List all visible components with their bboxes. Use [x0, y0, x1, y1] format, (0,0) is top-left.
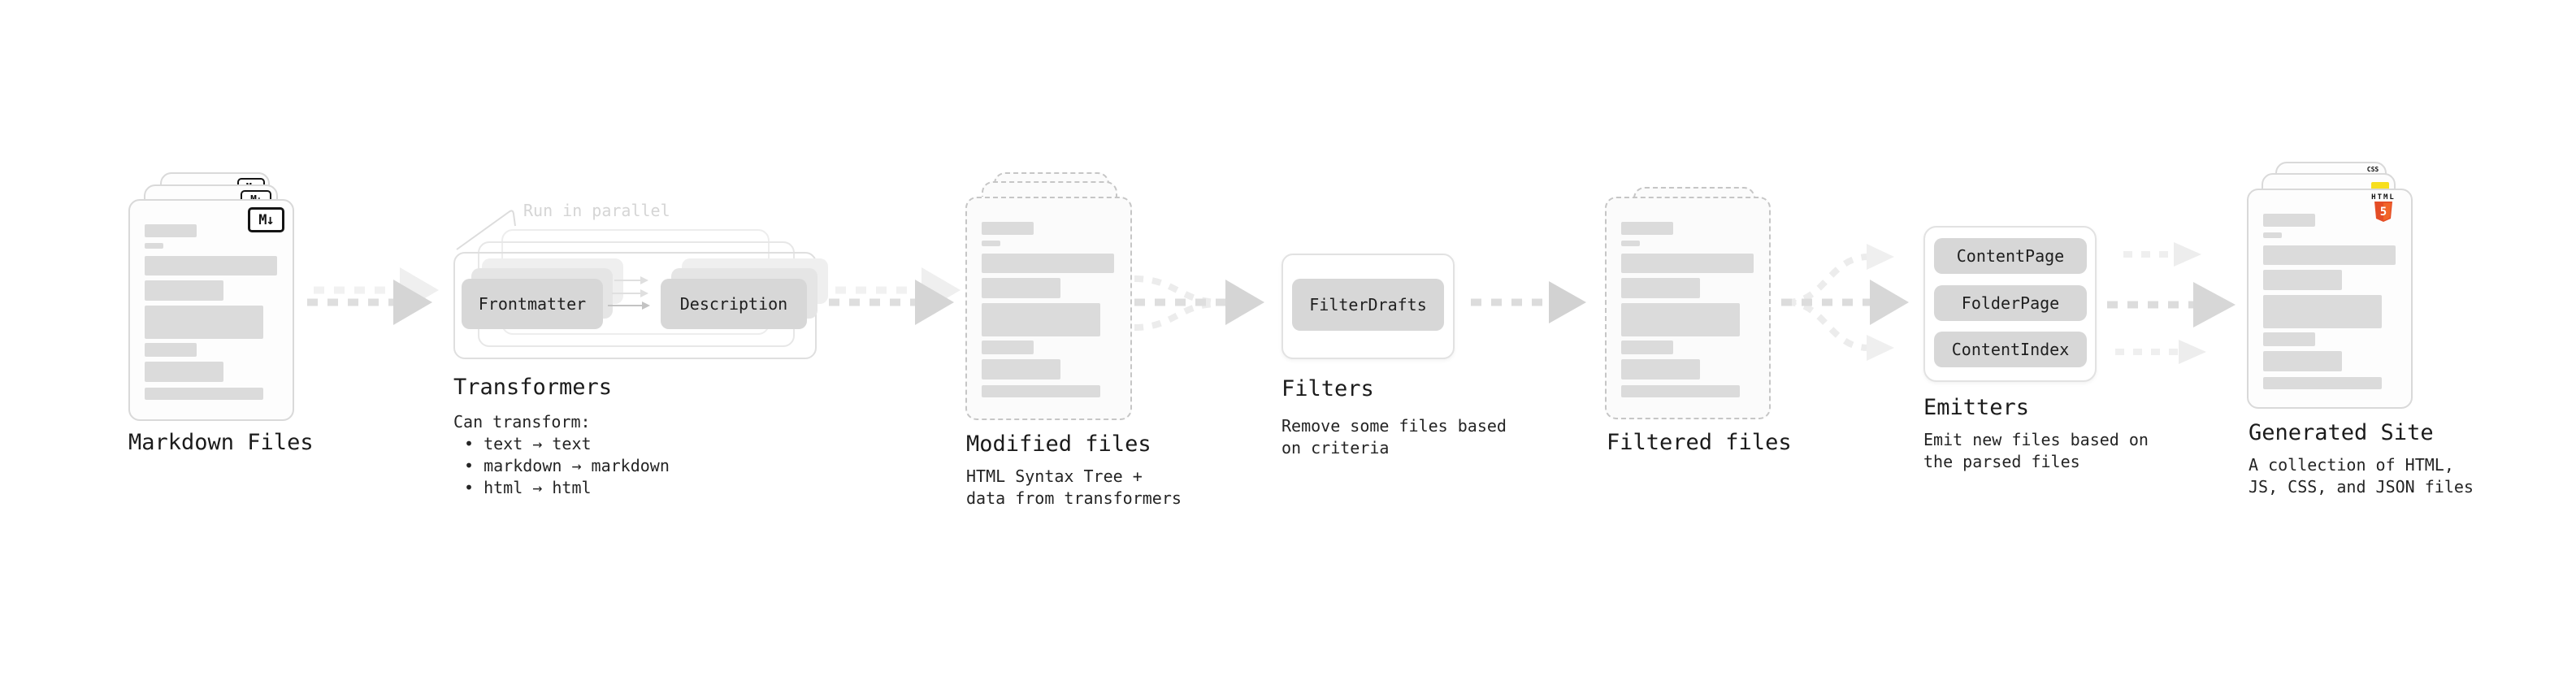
contentindex-pill: ContentIndex [1934, 332, 2087, 367]
description-pill: Description [661, 279, 807, 329]
arrow-modified-to-filters [1134, 275, 1264, 331]
filters-description: Remove some files based on criteria [1281, 415, 1507, 459]
document-skeleton [982, 222, 1130, 419]
document-skeleton [145, 224, 293, 419]
emitters-description: Emit new files based on the parsed files [1923, 429, 2149, 473]
desc-line: JS, CSS, and JSON files [2249, 477, 2474, 497]
generated-file-card-front: HTML 5 [2247, 189, 2413, 409]
stage-title-modified-files: Modified files [966, 432, 1151, 457]
arrow-markdown-to-transformers [307, 267, 439, 325]
stage-title-markdown-files: Markdown Files [128, 430, 314, 455]
stage-title-generated-site: Generated Site [2249, 420, 2434, 445]
document-skeleton [1621, 222, 1769, 418]
desc-line: on criteria [1281, 438, 1390, 458]
desc-bullet: • markdown → markdown [464, 456, 670, 475]
parallel-arrows-icon [608, 276, 650, 310]
stage-title-transformers: Transformers [453, 375, 613, 400]
desc-line: Can transform: [453, 412, 591, 432]
modified-files-description: HTML Syntax Tree + data from transformer… [966, 466, 1182, 510]
folderpage-pill: FolderPage [1934, 285, 2087, 321]
desc-line: Emit new files based on [1923, 430, 2149, 449]
desc-line: the parsed files [1923, 452, 2080, 471]
svg-text:5: 5 [2380, 206, 2387, 219]
desc-line: HTML Syntax Tree + [966, 466, 1143, 486]
arrow-filtered-to-emitters [1781, 244, 1909, 361]
arrow-emitters-to-generated [2107, 242, 2236, 364]
generated-site-description: A collection of HTML, JS, CSS, and JSON … [2249, 454, 2474, 498]
transformers-description: Can transform: • text → text • markdown … [453, 411, 670, 499]
frontmatter-pill: Frontmatter [462, 279, 603, 329]
desc-line: A collection of HTML, [2249, 455, 2454, 475]
desc-line: data from transformers [966, 488, 1182, 508]
desc-bullet: • html → html [464, 478, 592, 497]
run-in-parallel-label: Run in parallel [523, 201, 670, 220]
document-skeleton [2263, 214, 2411, 407]
desc-line: Remove some files based [1281, 416, 1507, 436]
arrow-transformers-to-modified [829, 267, 961, 325]
contentpage-pill: ContentPage [1934, 238, 2087, 274]
filterdrafts-pill: FilterDrafts [1292, 279, 1444, 331]
modified-file-card-front [965, 197, 1132, 420]
arrow-filters-to-filtered [1471, 281, 1586, 323]
js-file-icon [2371, 182, 2389, 190]
desc-bullet: • text → text [464, 434, 592, 453]
annotation-bracket-line [456, 210, 516, 250]
filtered-file-card-front [1605, 197, 1771, 419]
markdown-file-card-front: M↓ [128, 199, 294, 421]
stage-title-filtered-files: Filtered files [1607, 430, 1792, 455]
html5-icon: HTML 5 [2366, 193, 2401, 223]
markdown-icon: M↓ [248, 207, 284, 232]
stage-title-emitters: Emitters [1923, 395, 2030, 420]
stage-title-filters: Filters [1281, 376, 1374, 401]
